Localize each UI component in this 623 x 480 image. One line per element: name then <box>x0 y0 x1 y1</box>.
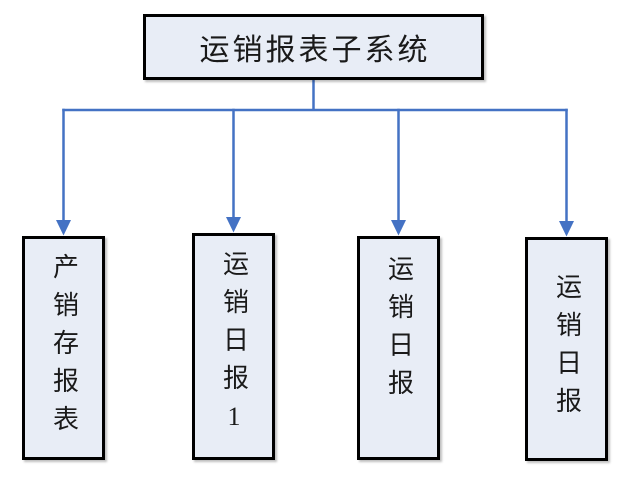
node-child-production-sales-inventory-report: 产销存报表 <box>22 236 105 460</box>
arrow-down-icon <box>56 220 71 236</box>
node-root-label: 运销报表子系统 <box>199 34 431 67</box>
node-child-label: 产销存报表 <box>49 253 79 443</box>
node-child-transport-sales-daily-b: 运销日报 <box>525 237 608 461</box>
node-child-label: 运销日报 <box>552 273 582 425</box>
arrow-down-icon <box>226 217 241 233</box>
node-child-label: 运销日报1 <box>219 250 249 443</box>
node-child-transport-sales-daily-a: 运销日报 <box>357 236 440 460</box>
node-child-transport-sales-daily-1: 运销日报1 <box>192 233 275 460</box>
arrow-down-icon <box>391 220 406 236</box>
node-child-label: 运销日报 <box>384 255 414 407</box>
node-root: 运销报表子系统 <box>143 14 484 80</box>
arrow-down-icon <box>559 221 574 237</box>
